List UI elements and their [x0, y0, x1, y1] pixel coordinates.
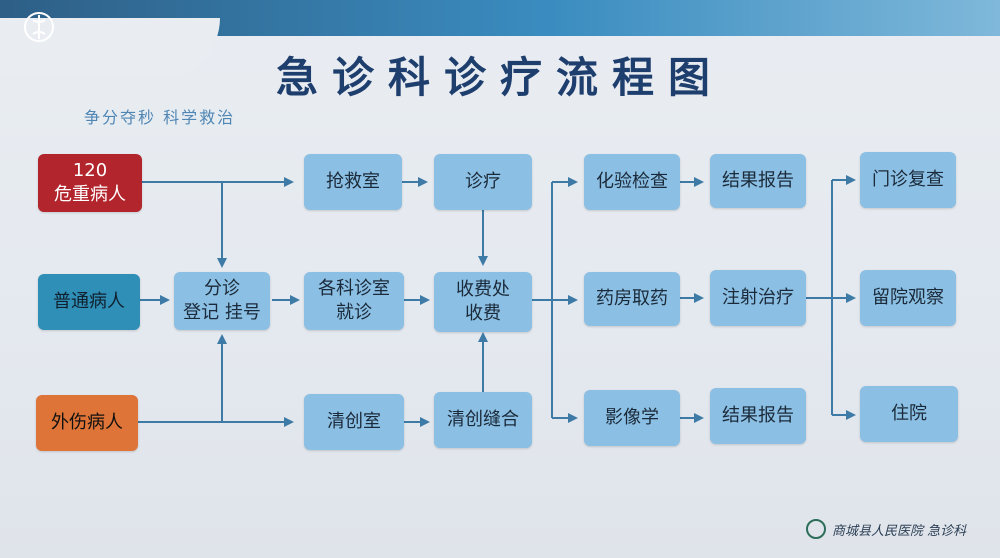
- node-triage: 分诊 登记 挂号: [174, 272, 270, 330]
- node-report-2-label: 结果报告: [722, 405, 794, 426]
- node-injection: 注射治疗: [710, 270, 806, 326]
- node-debridement-suture-label: 清创缝合: [447, 409, 519, 430]
- hospital-seal-icon: [806, 519, 826, 539]
- node-observation: 留院观察: [860, 270, 956, 326]
- node-lab-test-label: 化验检查: [596, 171, 668, 192]
- node-rescue-room: 抢救室: [304, 154, 402, 210]
- node-triage-line2: 登记 挂号: [183, 302, 261, 323]
- footer-hospital-name: 商城县人民医院 急诊科: [832, 523, 967, 539]
- node-general-label: 普通病人: [53, 291, 125, 312]
- node-outpatient-review: 门诊复查: [860, 152, 956, 208]
- node-cashier: 收费处 收费: [434, 272, 532, 332]
- node-pharmacy: 药房取药: [584, 272, 680, 326]
- node-debridement-room: 清创室: [304, 394, 404, 450]
- node-admission-label: 住院: [891, 403, 927, 424]
- node-outpatient-review-label: 门诊复查: [872, 169, 944, 190]
- node-trauma-patient: 外伤病人: [36, 395, 138, 451]
- slogan: 争分夺秒 科学救治: [84, 108, 236, 127]
- footer: 商城县人民医院 急诊科: [806, 514, 996, 544]
- node-observation-label: 留院观察: [872, 287, 944, 308]
- node-injection-label: 注射治疗: [722, 287, 794, 308]
- node-treatment: 诊疗: [434, 154, 532, 210]
- node-report-2: 结果报告: [710, 388, 806, 444]
- node-departments: 各科诊室 就诊: [304, 272, 404, 330]
- node-general-patient: 普通病人: [38, 274, 140, 330]
- node-critical-line2: 危重病人: [54, 184, 126, 205]
- node-critical-line1: 120: [72, 160, 108, 181]
- node-cashier-line1: 收费处: [456, 279, 510, 300]
- node-departments-line1: 各科诊室: [318, 278, 390, 299]
- node-critical-patient: 120 危重病人: [38, 154, 142, 212]
- node-report-1: 结果报告: [710, 154, 806, 208]
- node-trauma-label: 外伤病人: [51, 412, 123, 433]
- hospital-logo-icon: [24, 12, 54, 42]
- page-title: 急诊科诊疗流程图: [275, 53, 724, 102]
- node-debridement-suture: 清创缝合: [434, 392, 532, 448]
- node-admission: 住院: [860, 386, 958, 442]
- node-imaging: 影像学: [584, 390, 680, 446]
- node-imaging-label: 影像学: [605, 407, 659, 428]
- node-triage-line1: 分诊: [204, 278, 240, 299]
- node-pharmacy-label: 药房取药: [596, 288, 668, 309]
- node-rescue-room-label: 抢救室: [326, 171, 380, 192]
- header-curve: [0, 18, 220, 78]
- node-debridement-room-label: 清创室: [327, 411, 381, 432]
- node-lab-test: 化验检查: [584, 154, 680, 210]
- node-report-1-label: 结果报告: [722, 170, 794, 191]
- node-treatment-label: 诊疗: [465, 171, 501, 192]
- node-departments-line2: 就诊: [336, 302, 372, 323]
- node-cashier-line2: 收费: [465, 303, 501, 324]
